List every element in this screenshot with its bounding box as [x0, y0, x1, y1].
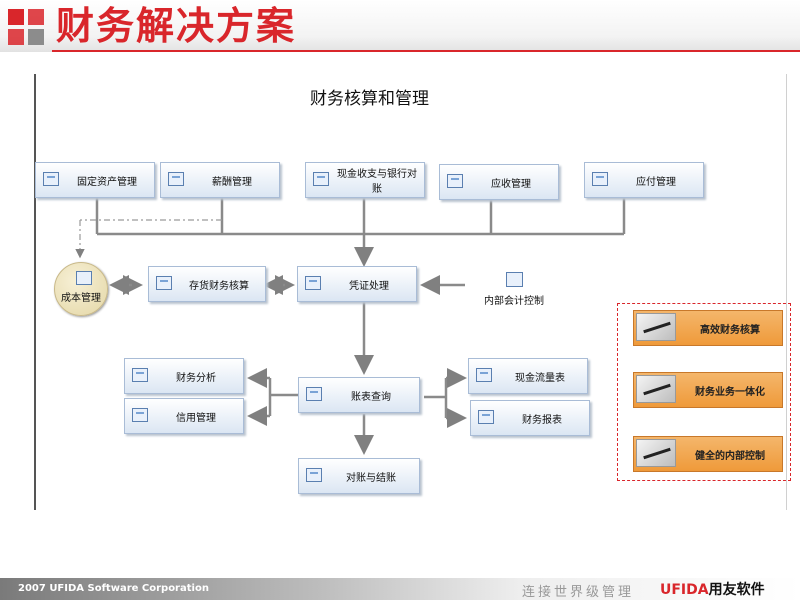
node-salary: 薪酬管理: [160, 162, 280, 198]
module-icon: [476, 368, 492, 382]
node-inventory: 存货财务核算: [148, 266, 266, 302]
feature-panel: [617, 303, 791, 481]
node-receivable: 应收管理: [439, 164, 559, 200]
search-icon: [306, 387, 322, 401]
module-icon: [43, 172, 59, 186]
module-icon: [156, 276, 172, 290]
node-fixed-assets: 固定资产管理: [35, 162, 155, 198]
header-bar: 财务解决方案: [0, 0, 800, 52]
diagram-frame: [34, 74, 787, 510]
node-reports: 财务报表: [470, 400, 590, 436]
footer-slogan: 连接世界级管理: [522, 585, 635, 600]
module-icon: [313, 172, 329, 186]
node-closing: 对账与结账: [298, 458, 420, 494]
module-icon: [592, 172, 608, 186]
module-icon: [447, 174, 463, 188]
footer-copyright: 2007 UFIDA Software Corporation: [18, 583, 209, 594]
analysis-icon: [132, 368, 148, 382]
logo-squares-icon: [8, 9, 44, 45]
page-title: 财务解决方案: [56, 4, 297, 48]
pen-icon: [636, 439, 676, 467]
node-analysis: 财务分析: [124, 358, 244, 394]
feature-item: 高效财务核算: [633, 310, 783, 346]
feature-item: 财务业务一体化: [633, 372, 783, 408]
footer-logo: UFIDA用友软件: [660, 579, 765, 599]
module-icon: [506, 272, 523, 287]
node-cash-bank: 现金收支与银行对账: [305, 162, 425, 198]
logo-cn: 用友软件: [708, 582, 765, 598]
pen-icon: [636, 375, 676, 403]
edit-icon: [132, 408, 148, 422]
header-divider: [52, 50, 800, 52]
node-cashflow: 现金流量表: [468, 358, 588, 394]
footer-bar: [0, 578, 800, 600]
node-payable: 应付管理: [584, 162, 704, 198]
module-icon: [168, 172, 184, 186]
feature-item: 健全的内部控制: [633, 436, 783, 472]
module-icon: [306, 468, 322, 482]
node-voucher: 凭证处理: [297, 266, 417, 302]
module-icon: [305, 276, 321, 290]
node-cost: 成本管理: [54, 262, 108, 316]
logo-en: UFIDA: [660, 582, 709, 598]
module-icon: [76, 271, 92, 285]
diagram-title: 财务核算和管理: [310, 89, 429, 109]
node-internal-control: 内部会计控制: [476, 272, 566, 312]
node-query: 账表查询: [298, 377, 420, 413]
node-credit: 信用管理: [124, 398, 244, 434]
report-icon: [478, 410, 494, 424]
pen-icon: [636, 313, 676, 341]
